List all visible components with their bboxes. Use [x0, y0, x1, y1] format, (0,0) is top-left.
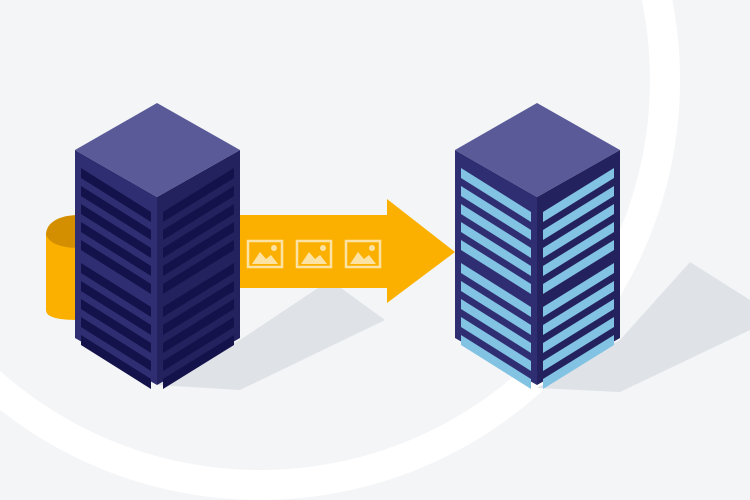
server-slot	[543, 204, 614, 258]
server-slot	[543, 335, 614, 389]
server-slot	[543, 281, 614, 335]
server-slot	[81, 222, 151, 276]
server-slot	[543, 222, 614, 276]
server-slot	[81, 299, 151, 353]
server-slot	[461, 186, 531, 240]
server-slot	[81, 281, 151, 335]
server-slot	[81, 240, 151, 294]
server-slot	[461, 263, 531, 317]
server-slot	[163, 317, 234, 371]
target-server	[455, 103, 620, 389]
server-slot	[81, 335, 151, 389]
server-slot	[461, 240, 531, 294]
image-icon	[344, 239, 382, 269]
transfer-arrow	[230, 199, 455, 303]
server-slot	[163, 281, 234, 335]
server-slot	[461, 335, 531, 389]
server-slot	[461, 299, 531, 353]
server-slot	[543, 317, 614, 371]
server-slot	[461, 168, 531, 222]
source-server-shadow	[157, 280, 385, 390]
server-slot	[81, 317, 151, 371]
server-slot	[163, 168, 234, 222]
server-top-face	[455, 103, 620, 197]
image-icon	[246, 239, 284, 269]
source-server	[75, 103, 240, 389]
server-slot	[163, 204, 234, 258]
server-slot	[81, 263, 151, 317]
server-slot	[163, 222, 234, 276]
server-slot	[543, 168, 614, 222]
server-slot	[163, 335, 234, 389]
server-slot	[543, 263, 614, 317]
server-slot	[461, 317, 531, 371]
server-slot	[543, 299, 614, 353]
server-top-face	[75, 103, 240, 197]
server-slot	[163, 240, 234, 294]
server-slot	[81, 186, 151, 240]
server-slot	[543, 186, 614, 240]
server-slot	[163, 263, 234, 317]
server-slot	[543, 240, 614, 294]
server-slot	[163, 186, 234, 240]
server-slot	[81, 168, 151, 222]
server-slot	[461, 281, 531, 335]
server-slot	[461, 204, 531, 258]
server-slot	[461, 222, 531, 276]
server-slot	[163, 299, 234, 353]
image-icon	[295, 239, 333, 269]
server-slot	[81, 204, 151, 258]
arrow-roll	[46, 215, 80, 320]
